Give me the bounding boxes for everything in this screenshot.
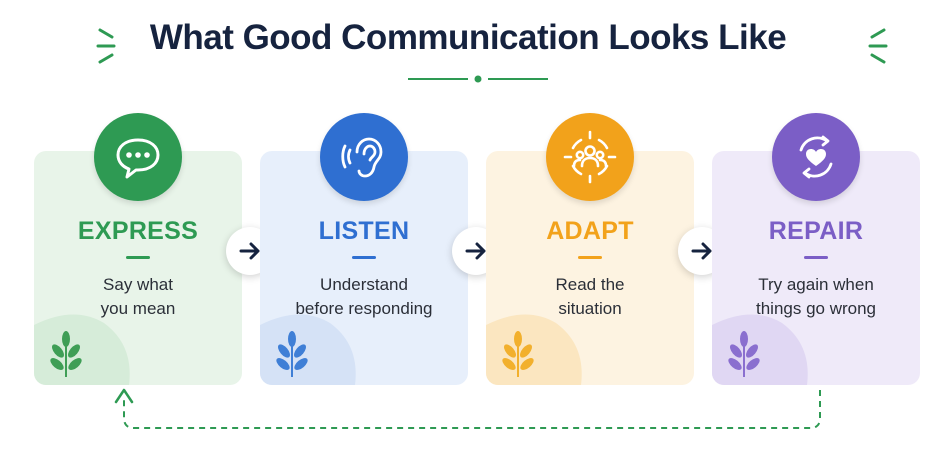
leaf-icon <box>50 331 82 377</box>
step-description: Read the situation <box>496 273 684 321</box>
desc-line-2: situation <box>558 299 622 318</box>
desc-line-2: before responding <box>295 299 433 318</box>
step-label: REPAIR <box>768 217 864 245</box>
step-label: ADAPT <box>546 217 634 245</box>
step-description: Try again when things go wrong <box>722 273 910 321</box>
step-description: Understand before responding <box>270 273 458 321</box>
left-sparkle-icon <box>96 28 116 64</box>
adapt-icon-circle <box>546 113 634 201</box>
arrow-right-icon <box>691 242 712 260</box>
step-description: Say what you mean <box>44 273 232 321</box>
label-rule <box>578 256 602 259</box>
desc-line-1: Read the <box>555 275 625 294</box>
title-underline <box>408 75 548 83</box>
leaf-icon <box>728 331 760 377</box>
right-sparkle-icon <box>868 28 888 64</box>
desc-line-2: you mean <box>100 299 176 318</box>
express-icon-circle <box>94 113 182 201</box>
step-card-repair: REPAIR Try again when things go wrong <box>712 151 920 385</box>
heart-cycle-icon <box>799 135 833 179</box>
arrow-right-icon <box>465 242 486 260</box>
desc-line-1: Try again when <box>758 275 874 294</box>
arrow-right-icon <box>239 242 260 260</box>
step-label: EXPRESS <box>77 217 199 245</box>
desc-line-1: Say what <box>103 275 173 294</box>
label-rule <box>804 256 828 259</box>
label-rule <box>352 256 376 259</box>
speech-bubble-icon <box>116 138 160 179</box>
desc-line-1: Understand <box>320 275 408 294</box>
leaf-icon <box>502 331 534 377</box>
label-rule <box>126 256 150 259</box>
step-label: LISTEN <box>318 217 410 245</box>
ear-icon <box>341 137 383 178</box>
listen-icon-circle <box>320 113 408 201</box>
repair-icon-circle <box>772 113 860 201</box>
people-target-icon <box>563 130 617 184</box>
page-title: What Good Communication Looks Like <box>149 18 787 57</box>
desc-line-2: things go wrong <box>755 299 877 318</box>
leaf-icon <box>276 331 308 377</box>
